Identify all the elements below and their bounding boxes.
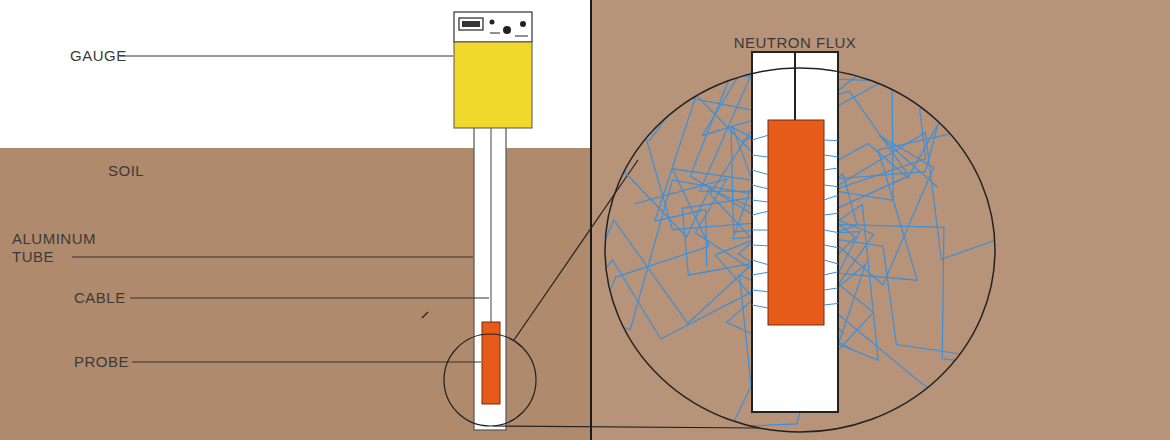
neutron-path <box>752 185 768 189</box>
zoom-circle <box>444 334 536 426</box>
leader-line <box>130 298 489 299</box>
aluminum-tube <box>474 125 506 430</box>
leader-line <box>72 257 473 258</box>
leader-line <box>120 56 453 57</box>
neutron-flux <box>415 0 1088 440</box>
neutron-path <box>824 168 838 170</box>
gauge-mark <box>490 33 500 34</box>
neutron-path <box>824 260 838 264</box>
part-label: PROBE <box>74 353 129 371</box>
gauge-mark <box>515 36 528 37</box>
neutron-path <box>824 155 838 157</box>
leader-line <box>132 362 481 363</box>
neutron-path <box>824 288 838 290</box>
divider <box>590 0 592 440</box>
neutron-path <box>752 245 768 247</box>
neutron-path <box>752 200 768 202</box>
neutron-path <box>824 140 838 142</box>
part-label: ALUMINUM TUBE <box>12 230 112 266</box>
neutron-path <box>824 185 838 187</box>
neutron-path <box>752 155 768 157</box>
sky <box>0 0 590 148</box>
gauge-digits <box>462 21 480 27</box>
neutron-path <box>824 245 838 248</box>
neutron-path <box>752 260 768 265</box>
neutron-path <box>824 230 838 233</box>
zoom-line <box>493 426 760 428</box>
gauge-knob <box>520 21 526 27</box>
neutron-path <box>824 303 838 305</box>
cable-closeup <box>794 52 796 120</box>
gauge-body <box>454 42 532 128</box>
neutron-flux <box>752 135 838 308</box>
gauge-button <box>490 20 495 25</box>
gauge-knob <box>503 26 511 34</box>
soil-closeup <box>592 0 1170 440</box>
gauge-panel <box>454 12 532 42</box>
neutron-path <box>752 230 768 231</box>
part-label: CABLE <box>74 289 126 307</box>
neutron-path <box>752 305 768 308</box>
neutron-path <box>824 272 838 275</box>
zoom-ellipse <box>605 68 995 432</box>
probe-closeup <box>768 120 824 325</box>
title-label: NEUTRON FLUX <box>734 34 857 52</box>
part-label: SOIL <box>108 162 144 180</box>
neutron-path <box>796 223 1088 376</box>
zoom-line <box>514 160 638 340</box>
gauge-display <box>459 18 483 30</box>
neutron-path <box>415 260 796 371</box>
neutron-path <box>752 135 768 140</box>
neutron-path <box>752 170 768 174</box>
neutron-path <box>752 290 768 292</box>
neutron-path <box>824 195 838 200</box>
aluminum-tube-closeup <box>752 52 838 412</box>
cable <box>491 125 492 322</box>
neutron-path <box>824 213 838 215</box>
neutron-path <box>752 211 768 215</box>
part-label: GAUGE <box>70 47 127 65</box>
tick <box>422 312 428 318</box>
neutron-path <box>752 272 768 275</box>
